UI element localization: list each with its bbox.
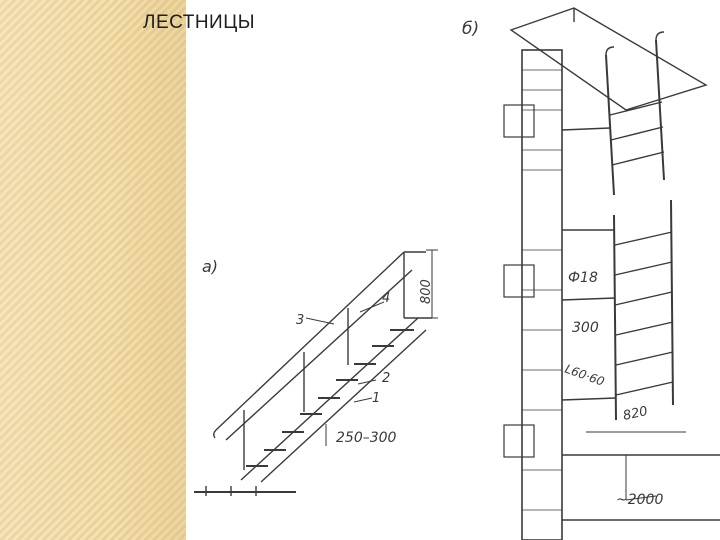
figure-a-label: а) — [202, 257, 218, 276]
figure-b-ladder — [503, 7, 720, 540]
dim-height-800: 800 — [419, 279, 434, 304]
slide-title: ЛЕСТНИЦЫ — [143, 12, 256, 33]
dim-bar-f18: Ф18 — [568, 270, 598, 286]
ladder-drawing: а) 3 4 2 1 800 250–300 б) Ф18 300 L60·60… — [186, 0, 720, 540]
dim-spacing-300: 300 — [572, 320, 599, 336]
dim-step-250-300: 250–300 — [336, 430, 397, 446]
dim-angle-l60: L60·60 — [563, 362, 607, 389]
callout-2: 2 — [382, 371, 390, 386]
callout-3: 3 — [296, 313, 304, 328]
dim-depth-2000: ~2000 — [616, 492, 663, 508]
dim-width-820: 820 — [622, 404, 649, 424]
decorative-band — [0, 0, 186, 540]
callout-4: 4 — [382, 291, 390, 306]
figure-a-stair — [194, 249, 438, 496]
figure-b-label: б) — [462, 19, 479, 39]
callout-1: 1 — [372, 391, 380, 406]
